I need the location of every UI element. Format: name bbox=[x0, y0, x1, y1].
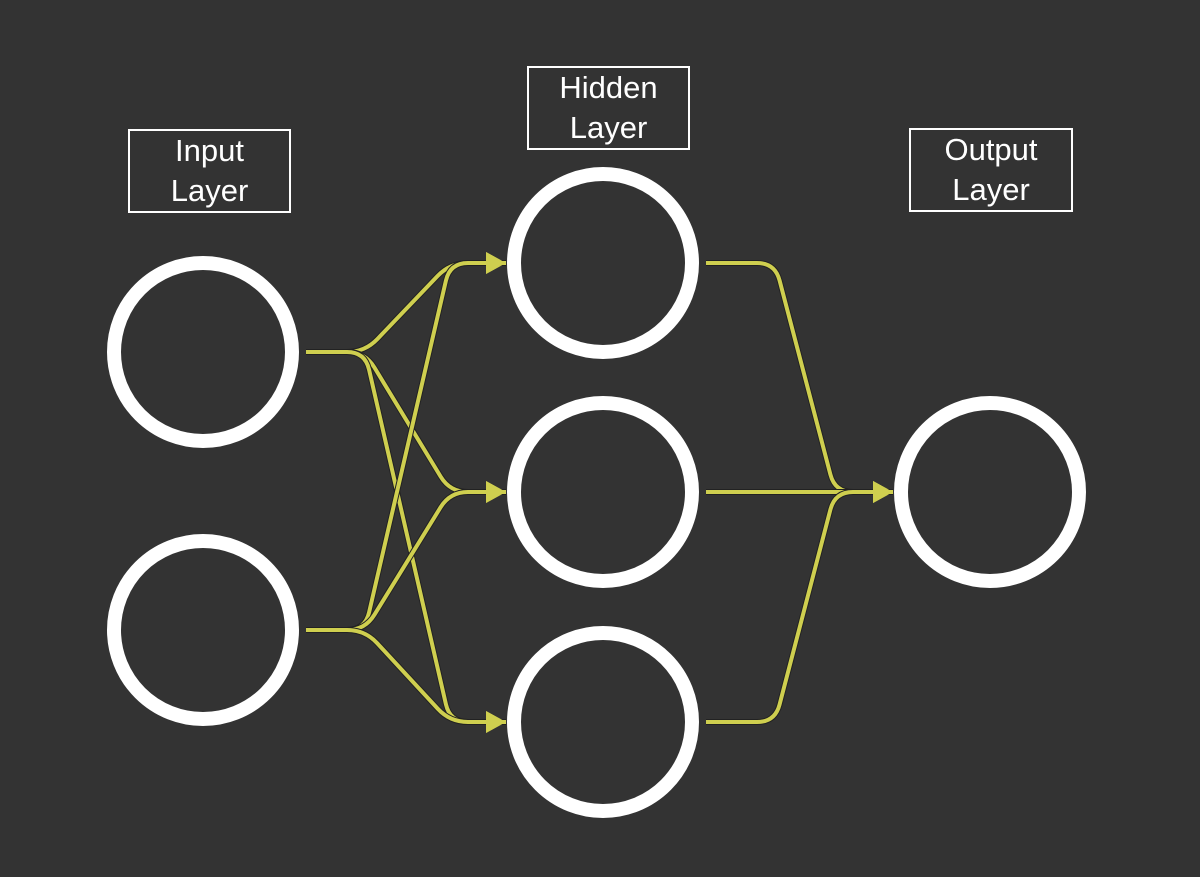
node-hidden-1 bbox=[507, 167, 699, 359]
output-layer-label-line2: Layer bbox=[952, 172, 1030, 207]
node-output-1 bbox=[894, 396, 1086, 588]
input-layer-label-line2: Layer bbox=[170, 173, 249, 208]
edge-hidden-1-to-output-1 bbox=[706, 261, 893, 503]
node-input-1 bbox=[107, 256, 299, 448]
hidden-layer-label-line1: Hidden bbox=[559, 70, 658, 105]
input-layer-label-line1: Input bbox=[175, 133, 244, 168]
node-hidden-3 bbox=[507, 626, 699, 818]
edge-input-2-to-hidden-1 bbox=[306, 252, 506, 632]
output-layer-label-line1: Output bbox=[944, 132, 1038, 167]
hidden-layer-label-line2: Layer bbox=[569, 110, 648, 145]
node-hidden-2 bbox=[507, 396, 699, 588]
edge-input-1-to-hidden-1 bbox=[306, 252, 506, 354]
edge-hidden-3-to-output-1 bbox=[706, 481, 893, 724]
hidden-layer-label: Hidden Layer bbox=[527, 66, 690, 150]
edge-input-2-to-hidden-3 bbox=[306, 628, 506, 733]
node-input-2 bbox=[107, 534, 299, 726]
edge-outline bbox=[706, 489, 893, 725]
input-layer-label: Input Layer bbox=[128, 129, 291, 213]
output-layer-label: Output Layer bbox=[909, 128, 1073, 212]
edge-input-1-to-hidden-3 bbox=[306, 350, 506, 733]
edge-outline bbox=[706, 260, 893, 495]
edge-input-1-to-hidden-2 bbox=[306, 350, 506, 503]
edge-input-2-to-hidden-2 bbox=[306, 481, 506, 632]
